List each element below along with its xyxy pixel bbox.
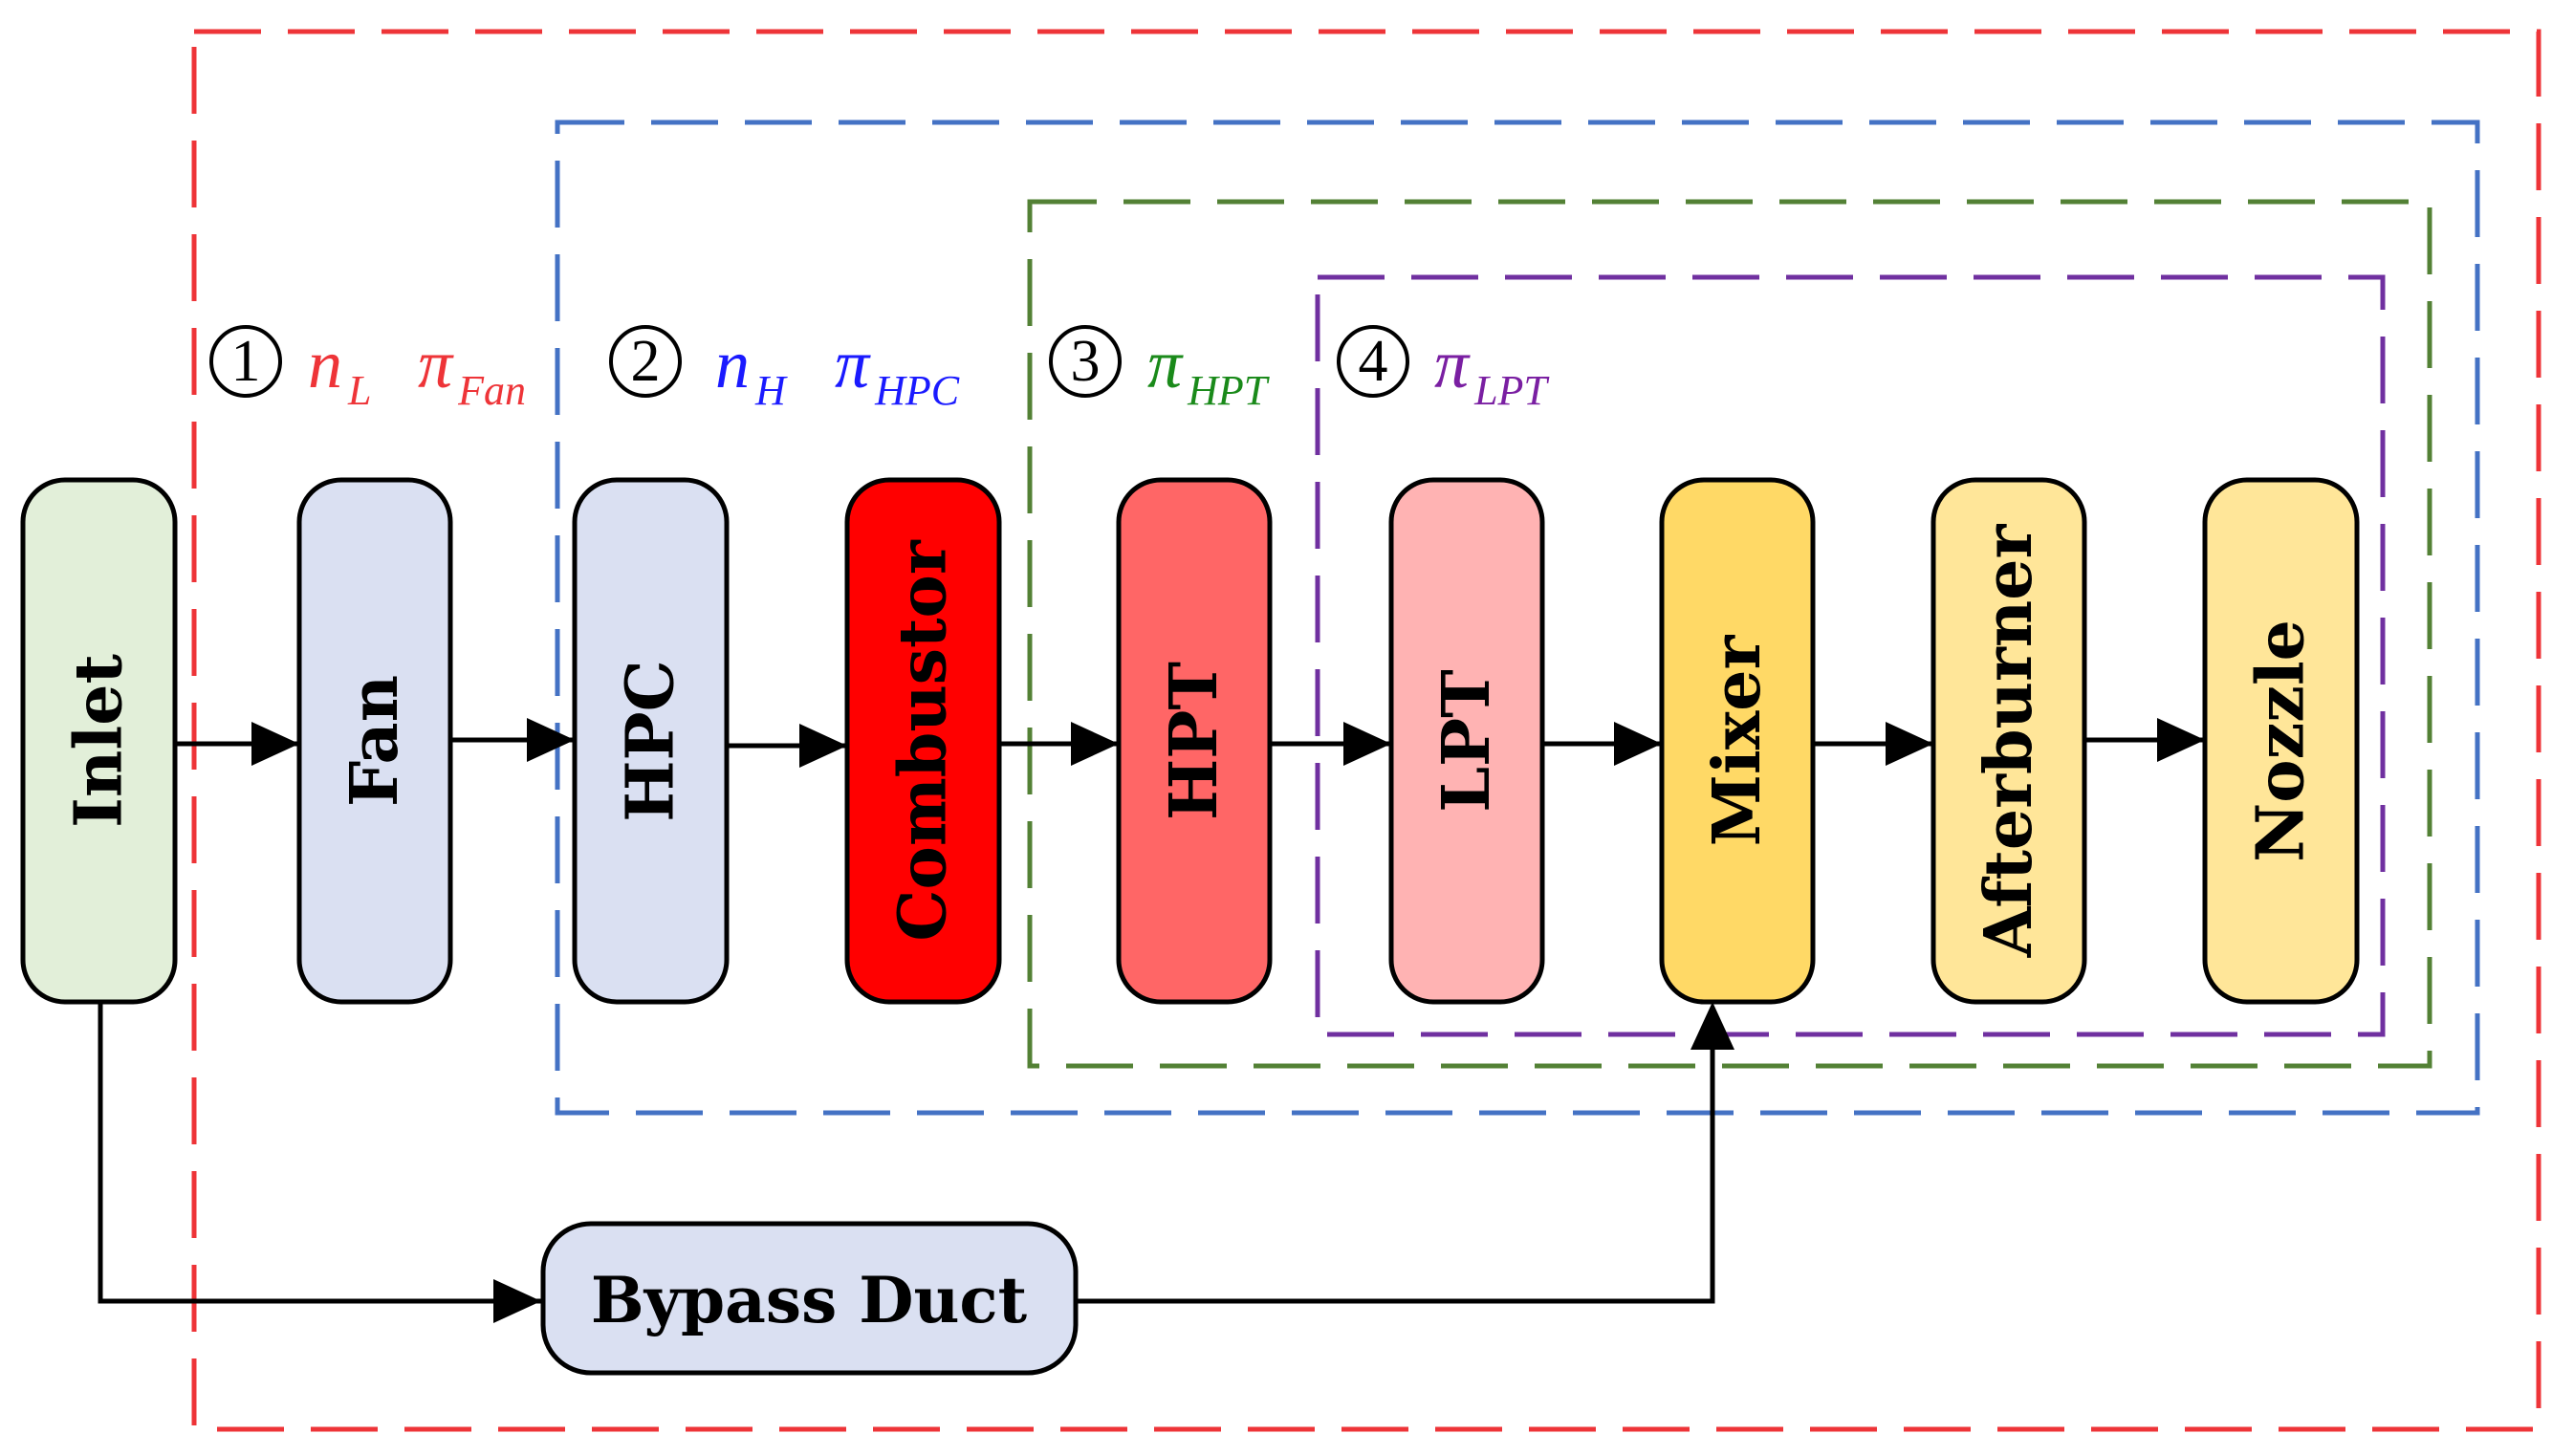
component-nozzle-label: Nozzle: [2243, 619, 2320, 862]
arrowhead-combustor: [799, 724, 847, 768]
group-3-number-circle: [1049, 325, 1122, 398]
arrowhead-nozzle: [2157, 718, 2205, 762]
arrowhead-fan: [251, 722, 299, 766]
component-nozzle: Nozzle: [2202, 477, 2360, 1005]
arrowhead-mixer-bypass: [1690, 1002, 1734, 1050]
component-afterburner-box: [1930, 477, 2087, 1005]
variable-subscript: H: [754, 367, 788, 414]
group-4-boundary: [1315, 274, 2386, 1037]
arrowhead-hpt: [1071, 722, 1119, 766]
component-lpt-label: LPT: [1429, 669, 1505, 813]
component-inlet: Inlet: [20, 477, 178, 1005]
group-4-number: 4: [1359, 329, 1388, 394]
component-afterburner: Afterburner: [1930, 477, 2087, 1005]
component-combustor-box: [844, 477, 1002, 1005]
component-nozzle-box: [2202, 477, 2360, 1005]
group-1-boundary: [191, 29, 2541, 1432]
component-hpc-label: HPC: [613, 660, 689, 822]
group-1-number: 1: [231, 329, 261, 394]
component-combustor: Combustor: [844, 477, 1002, 1005]
component-inlet-box: [20, 477, 178, 1005]
variable-symbol: π: [1434, 326, 1471, 402]
flow-arrowheads: [251, 718, 2205, 1323]
arrowhead-lpt: [1343, 722, 1391, 766]
variable-subscript: HPC: [874, 367, 960, 414]
variable-symbol: π: [835, 326, 871, 402]
component-inlet-label: Inlet: [61, 654, 138, 828]
variable-symbol: π: [1147, 326, 1184, 402]
component-fan-label: Fan: [337, 675, 413, 807]
component-lpt-box: [1388, 477, 1545, 1005]
group-2-boundary: [555, 120, 2480, 1116]
bypass-duct-rect: [540, 1221, 1079, 1376]
arrowhead-hpc: [527, 718, 575, 762]
group-1-number-circle: [209, 325, 282, 398]
variable-subscript: HPT: [1187, 367, 1271, 414]
component-mixer: Mixer: [1659, 477, 1816, 1005]
bypass-duct-label: Bypass Duct: [591, 1263, 1028, 1337]
group-3-boundary: [1027, 199, 2432, 1069]
variable-symbol: π: [418, 326, 454, 402]
component-hpt-label: HPT: [1156, 662, 1232, 820]
group-4-number-circle: [1337, 325, 1409, 398]
arrowhead-bypass: [493, 1279, 541, 1323]
variable-symbol: n: [715, 326, 750, 402]
component-hpt-box: [1116, 477, 1273, 1005]
component-combustor-label: Combustor: [885, 539, 962, 941]
variable-symbol: n: [308, 326, 342, 402]
component-fan: Fan: [296, 477, 453, 1005]
component-lpt: LPT: [1388, 477, 1545, 1005]
variable-subscript: Fan: [457, 367, 526, 414]
group-3-number: 3: [1071, 329, 1101, 394]
component-afterburner-label: Afterburner: [1971, 524, 2047, 959]
flow-inlet-bypass: [98, 1002, 541, 1304]
component-hpt: HPT: [1116, 477, 1273, 1005]
arrowhead-mixer: [1614, 722, 1662, 766]
component-fan-box: [296, 477, 453, 1005]
group-2-number: 2: [631, 329, 661, 394]
flow-bypass-mixer: [1076, 1018, 1715, 1304]
component-mixer-box: [1659, 477, 1816, 1005]
component-hpc-box: [572, 477, 730, 1005]
group-2-number-circle: [609, 325, 682, 398]
component-hpc: HPC: [572, 477, 730, 1005]
bypass-duct-box: Bypass Duct: [540, 1221, 1079, 1376]
component-mixer-label: Mixer: [1699, 634, 1776, 846]
arrowhead-afterburner: [1886, 722, 1933, 766]
variable-subscript: LPT: [1473, 367, 1550, 414]
variable-subscript: L: [347, 367, 371, 414]
